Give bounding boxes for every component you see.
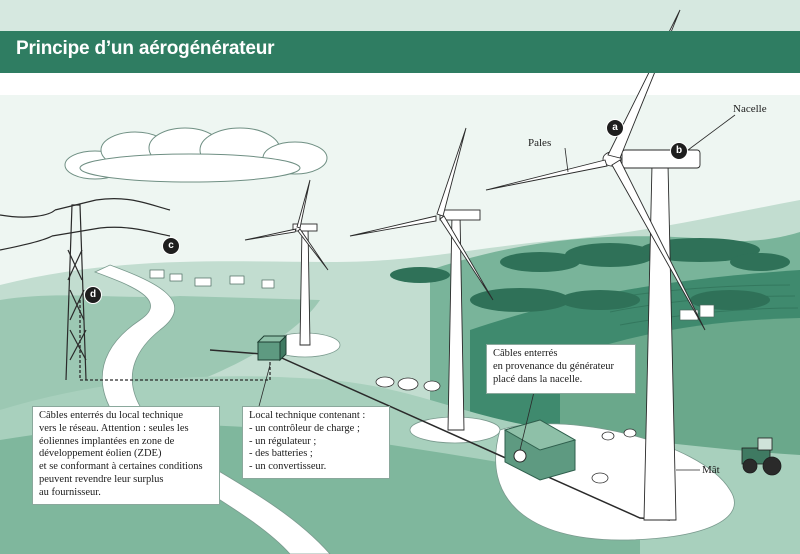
label-nacelle: Nacelle	[733, 103, 767, 115]
title-banner	[0, 31, 800, 73]
turbine-middle	[349, 127, 494, 431]
callout-line: Câbles enterrés	[493, 348, 558, 359]
technical-room	[256, 334, 288, 362]
callout-line: placé dans la nacelle.	[493, 373, 583, 385]
tractor	[741, 437, 782, 476]
turbine-near	[485, 9, 706, 521]
marker-d: d	[84, 286, 102, 304]
callout-line: Local technique contenant :	[249, 410, 366, 421]
callout-line: peuvent revendre leur surplus	[39, 473, 164, 485]
callout-line: - des batteries ;	[249, 448, 313, 460]
callout-line: Câbles enterrés du local technique	[39, 410, 184, 421]
cable-cross-section	[503, 419, 577, 481]
callout-line: au fournisseur.	[39, 486, 101, 498]
page-title: Principe d’un aérogénérateur	[16, 38, 275, 59]
callout-line: - un convertisseur.	[249, 461, 327, 473]
label-pales: Pales	[528, 137, 552, 149]
callout-line: vers le réseau. Attention : seules les	[39, 422, 189, 434]
callout-line: - un contrôleur de charge ;	[249, 422, 360, 434]
cloud	[64, 127, 328, 183]
marker-c: c	[162, 237, 180, 255]
callout-local-technique: Local technique contenant : - un contrôl…	[242, 406, 390, 479]
callout-line: développement éolien (ZDE)	[39, 448, 162, 460]
callout-line: et se conformant à certaines conditions	[39, 461, 203, 473]
callout-line: éoliennes implantées en zone de	[39, 435, 175, 447]
turbine-far	[244, 179, 329, 346]
callout-cables-local: Câbles enterrés du local technique vers …	[32, 406, 220, 505]
access-road	[93, 264, 331, 554]
callout-line: - un régulateur ;	[249, 435, 317, 447]
label-mat: Mât	[702, 464, 720, 476]
marker-b: b	[670, 142, 688, 160]
marker-a: a	[606, 119, 624, 137]
callout-line: en provenance du générateur	[493, 360, 614, 372]
power-pylon	[0, 198, 171, 381]
callout-cables-generateur: Câbles enterrés en provenance du générat…	[486, 344, 636, 394]
